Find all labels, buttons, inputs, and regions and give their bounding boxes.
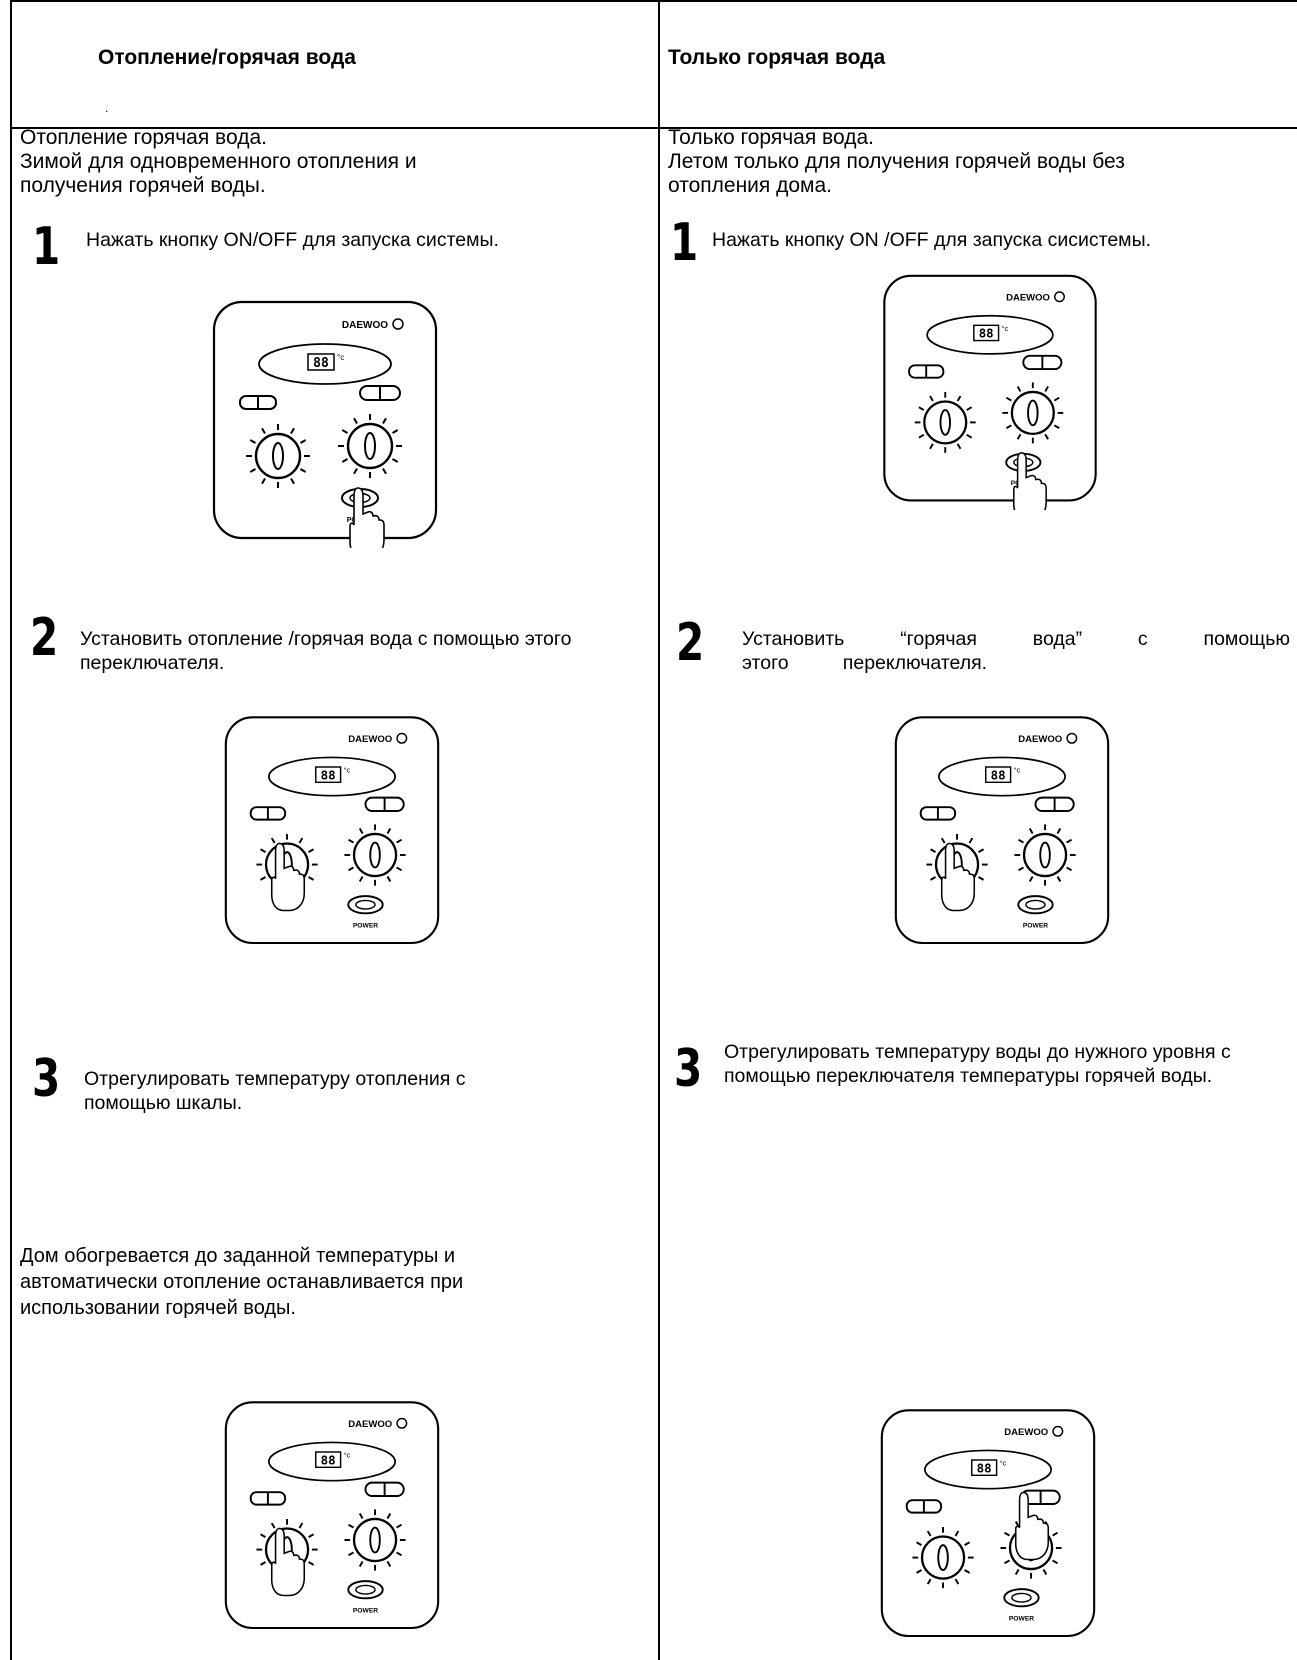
brand-logo-icon — [1052, 1425, 1064, 1437]
intro-hot-water: Только горячая вода. Летом только для по… — [668, 126, 1125, 197]
display-window — [938, 756, 1066, 797]
digital-display — [985, 766, 1012, 784]
display-unit: °c — [343, 766, 350, 775]
display-window — [926, 314, 1054, 355]
step-text-heating-3: Отрегулировать температуру отопления с п… — [84, 1068, 466, 1114]
mode-switch — [919, 806, 957, 821]
display-digits: 88 — [979, 327, 994, 341]
panel-outline — [212, 300, 438, 540]
display-digits: 88 — [991, 767, 1006, 782]
display-digits: 88 — [977, 1460, 992, 1475]
power-label: POWER — [1009, 1616, 1034, 1623]
power-button — [1003, 1588, 1040, 1608]
step-text-hot-water-2a: Установить “горячая вода” с помощью — [742, 628, 1290, 650]
pointing-hand-icon — [270, 1527, 306, 1597]
pointing-hand-icon — [270, 842, 306, 912]
brand-logo-icon — [396, 732, 408, 744]
panel-outline — [883, 274, 1097, 502]
panel-outline — [224, 716, 440, 945]
panel-outline — [224, 1401, 440, 1630]
brand-logo-icon — [396, 1417, 408, 1429]
digital-display — [315, 1451, 342, 1469]
panel-brand-text: DAEWOO — [1004, 1427, 1049, 1438]
display-window — [258, 343, 392, 385]
stray-dot: . — [105, 101, 109, 115]
brand-logo-icon — [1066, 732, 1078, 744]
column-heading-hot-water: Только горячая вода — [668, 46, 886, 69]
power-button — [347, 1580, 384, 1600]
panel-brand-text: DAEWOO — [348, 1419, 393, 1430]
panel-outline — [880, 1409, 1096, 1638]
mode-switch — [249, 806, 287, 821]
hot-water-temperature-dial — [346, 422, 394, 470]
display-unit: °c — [337, 353, 344, 362]
power-label: POWER — [353, 1608, 378, 1615]
display-digits: 88 — [321, 1452, 336, 1467]
step-text-hot-water-3: Отрегулировать температуру воды до нужно… — [724, 1041, 1231, 1087]
panel-brand-text: DAEWOO — [1018, 734, 1063, 745]
brand-logo-icon — [1054, 291, 1065, 303]
display-window — [268, 1441, 396, 1482]
brand-logo-icon — [392, 318, 404, 330]
panel-brand-text: DAEWOO — [342, 320, 388, 331]
hot-water-temperature-dial — [352, 832, 398, 878]
digital-display — [973, 324, 1000, 342]
column-heading-heating: Отопление/горячая вода — [98, 46, 356, 69]
display-digits: 88 — [313, 356, 329, 371]
hot-water-temperature-dial — [1022, 832, 1068, 878]
power-button — [347, 895, 384, 915]
digital-display — [315, 766, 342, 784]
display-unit: °c — [1013, 766, 1020, 775]
digital-display — [307, 353, 335, 371]
intro-heating: Отопление горячая вода. Зимой для одновр… — [20, 126, 417, 197]
step-number-3: 3 — [32, 1049, 61, 1109]
display-window — [924, 1449, 1052, 1490]
pointing-hand-icon — [940, 842, 976, 912]
step-text-hot-water-2b: этого переключателя. — [742, 652, 988, 674]
step-text-hot-water-1: Нажать кнопку ON /OFF для запуска сисист… — [712, 229, 1152, 251]
heating-temperature-dial — [920, 1535, 966, 1580]
display-window — [268, 756, 396, 797]
step-text-heating-1: Нажать кнопку ON/OFF для запуска системы… — [86, 229, 499, 251]
step-number-3: 3 — [674, 1039, 703, 1099]
step-number-2: 2 — [30, 608, 59, 668]
step-text-heating-2: Установить отопление /горячая вода с пом… — [80, 628, 572, 674]
digital-display — [971, 1459, 998, 1477]
panel-outline — [894, 716, 1110, 945]
power-label: POWER — [353, 923, 378, 930]
heating-temperature-dial — [254, 432, 302, 480]
pointing-hand-icon — [1013, 452, 1047, 510]
panel-brand-text: DAEWOO — [1006, 293, 1050, 304]
display-unit: °c — [1001, 324, 1008, 333]
display-unit: °c — [999, 1459, 1006, 1468]
display-digits: 88 — [321, 767, 336, 782]
pointing-hand-icon — [1014, 1491, 1050, 1561]
heating-note: Дом обогревается до заданной температуры… — [20, 1245, 464, 1319]
heating-temperature-dial — [923, 400, 968, 445]
hot-water-temperature-dial — [1010, 390, 1055, 435]
hot-water-temperature-dial — [352, 1517, 398, 1563]
pointing-hand-icon — [349, 487, 385, 548]
column-divider — [658, 0, 660, 1660]
table-frame — [10, 0, 1297, 1660]
step-number-2: 2 — [676, 613, 705, 673]
header-divider — [10, 127, 1297, 129]
power-button — [1017, 895, 1054, 915]
power-label: POWER — [1023, 923, 1048, 930]
panel-brand-text: DAEWOO — [348, 734, 393, 745]
display-unit: °c — [343, 1451, 350, 1460]
step-number-1: 1 — [670, 213, 699, 273]
step-number-1: 1 — [32, 217, 61, 277]
